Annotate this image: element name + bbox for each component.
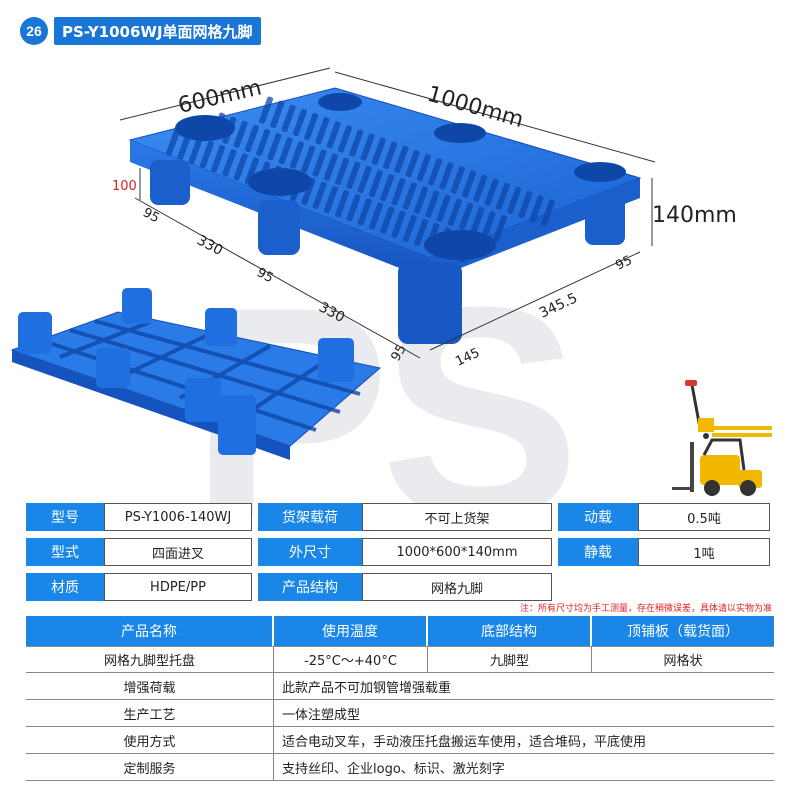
- hand-pallet-truck-icon: [685, 380, 772, 439]
- spec-label-type: 型式: [26, 538, 104, 566]
- measurement-note: 注：所有尺寸均为手工测量，存在稍微误差，具体请以实物为准: [519, 604, 772, 614]
- spec-label-model: 型号: [26, 503, 104, 531]
- row-label: 定制服务: [26, 754, 274, 780]
- row-value: 此款产品不可加钢管增强载重: [282, 680, 452, 696]
- dim-foot-height: 100: [112, 179, 137, 194]
- row-label: 增强荷载: [26, 673, 274, 699]
- spec-value-rack-load: 不可上货架: [362, 503, 552, 531]
- table-row: 使用方式 适合电动叉车，手动液压托盘搬运车使用，适合堆码，平底使用: [26, 727, 774, 754]
- spec-row-3: 材质 HDPE/PP 产品结构 网格九脚: [26, 573, 774, 601]
- cell-product-name: 网格九脚型托盘: [26, 647, 274, 672]
- dim-front-foot: 95: [388, 342, 409, 364]
- header-temperature: 使用温度: [274, 616, 428, 646]
- detail-table-header: 产品名称 使用温度 底部结构 顶铺板（载货面）: [26, 616, 774, 646]
- header-deck: 顶铺板（载货面）: [627, 624, 739, 640]
- row-label: 生产工艺: [26, 700, 274, 726]
- table-row: 增强荷载 此款产品不可加钢管增强载重: [26, 673, 774, 700]
- spec-value-model: PS-Y1006-140WJ: [104, 503, 252, 531]
- cell-deck: 网格状: [663, 654, 703, 669]
- spec-label-dynamic-load: 动载: [558, 503, 638, 531]
- cell-bottom-structure: 九脚型: [428, 647, 592, 672]
- dim-right-span: 345.5: [537, 290, 580, 321]
- dim-span-2: 330: [316, 299, 347, 326]
- dim-right-foot: 95: [613, 253, 634, 274]
- table-row: 生产工艺 一体注塑成型: [26, 700, 774, 727]
- header-product-name: 产品名称: [26, 616, 274, 646]
- table-row: 定制服务 支持丝印、企业logo、标识、激光刻字: [26, 754, 774, 781]
- product-number-badge: 26: [20, 17, 48, 45]
- forklift-icon: [672, 438, 762, 496]
- spec-value-material: HDPE/PP: [104, 573, 252, 601]
- spec-value-static-load: 1吨: [638, 538, 770, 566]
- row-value: 支持丝印、企业logo、标识、激光刻字: [282, 761, 505, 777]
- spec-row-1: 型号 PS-Y1006-140WJ 货架载荷 不可上货架 动载 0.5吨: [26, 503, 774, 531]
- dim-height: 140mm: [652, 203, 737, 228]
- dim-mid-foot: 95: [254, 265, 276, 286]
- spec-label-outer-size: 外尺寸: [258, 538, 362, 566]
- product-title: PS-Y1006WJ单面网格九脚: [54, 17, 261, 45]
- dim-left-foot: 95: [140, 205, 162, 226]
- spec-value-structure: 网格九脚: [362, 573, 552, 601]
- spec-value-dynamic-load: 0.5吨: [638, 503, 770, 531]
- row-value: 一体注塑成型: [282, 707, 361, 723]
- spec-grid: 型号 PS-Y1006-140WJ 货架载荷 不可上货架 动载 0.5吨 型式 …: [26, 503, 774, 608]
- row-label: 使用方式: [26, 727, 274, 753]
- bottom-view-pallet: [10, 288, 382, 460]
- table-row: 网格九脚型托盘 -25°C～+40°C 九脚型 网格状: [26, 646, 774, 673]
- detail-table: 产品名称 使用温度 底部结构 顶铺板（载货面） 网格九脚型托盘 -25°C～+4…: [26, 616, 774, 781]
- dim-front-edge: 145: [453, 346, 482, 370]
- dim-span-1: 330: [194, 232, 225, 259]
- spec-value-outer-size: 1000*600*140mm: [362, 538, 552, 566]
- pallet-illustration: 600mm 1000mm 140mm 100 95 330 95 330 95 …: [10, 67, 772, 496]
- spec-value-type: 四面进叉: [104, 538, 252, 566]
- row-value: 适合电动叉车，手动液压托盘搬运车使用，适合堆码，平底使用: [282, 734, 647, 750]
- spec-row-2: 型式 四面进叉 外尺寸 1000*600*140mm 静载 1吨: [26, 538, 774, 566]
- spec-label-static-load: 静载: [558, 538, 638, 566]
- spec-label-rack-load: 货架载荷: [258, 503, 362, 531]
- spec-label-structure: 产品结构: [258, 573, 362, 601]
- cell-temperature: -25°C～+40°C: [274, 647, 428, 672]
- header-bottom-structure: 底部结构: [428, 616, 592, 646]
- spec-label-material: 材质: [26, 573, 104, 601]
- main-pallet: [128, 87, 642, 344]
- dimension-lines: [119, 67, 656, 359]
